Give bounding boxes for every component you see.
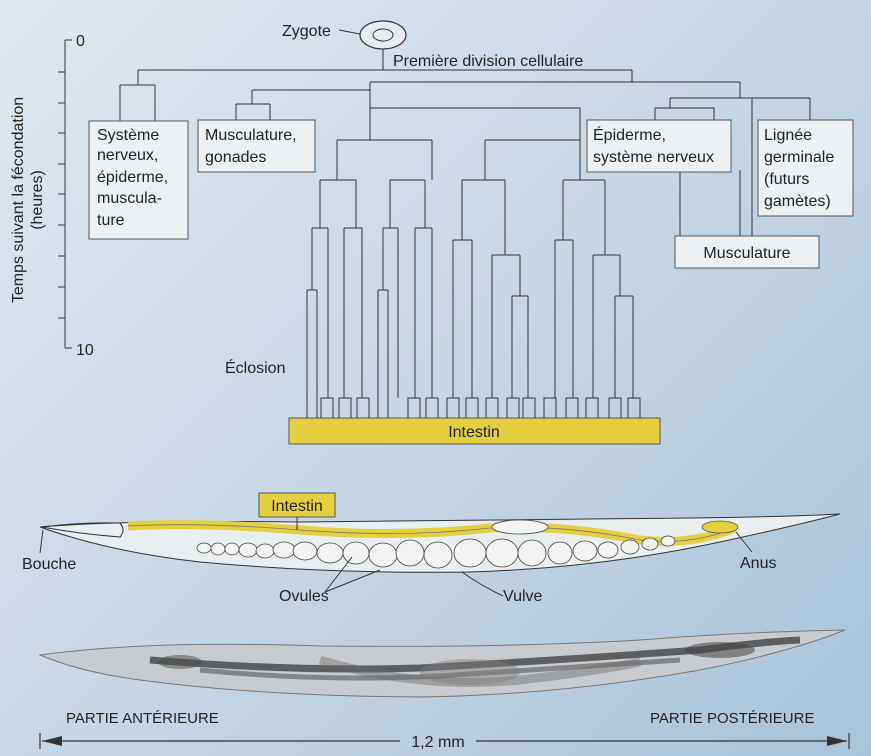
scale-arrow-left	[42, 736, 62, 746]
box-musculature: Musculature	[675, 236, 819, 268]
worm-micrograph	[40, 630, 845, 697]
time-axis	[58, 40, 72, 348]
posterior-label: PARTIE POSTÉRIEURE	[650, 710, 814, 727]
zygote-pointer	[339, 30, 360, 34]
axis-title-unit: (heures)	[29, 170, 46, 230]
first-division-label: Première division cellulaire	[393, 53, 583, 70]
anus-label: Anus	[740, 555, 776, 572]
svg-text:Intestin: Intestin	[448, 424, 500, 441]
mouth-pointer	[40, 530, 43, 553]
anterior-label: PARTIE ANTÉRIEURE	[66, 710, 219, 727]
mouth-label: Bouche	[22, 556, 76, 573]
worm-drawing	[40, 514, 840, 572]
svg-text:Intestin: Intestin	[271, 498, 323, 515]
axis-title: Temps suivant la fécondation	[10, 97, 27, 303]
zygote-cell	[360, 21, 406, 49]
svg-text:Musculature: Musculature	[703, 245, 790, 262]
box-epidermis: Épiderme,système nerveux	[587, 120, 731, 172]
scale-arrow-right	[827, 736, 847, 746]
vulva-label: Vulve	[503, 588, 543, 605]
vulva-pointer	[462, 572, 503, 596]
spermatheca	[702, 521, 738, 533]
zygote-label: Zygote	[282, 23, 331, 40]
axis-tick-0: 0	[76, 33, 85, 50]
scale-label: 1,2 mm	[411, 734, 464, 751]
intestine-lineage	[307, 228, 640, 418]
eggs-label: Ovules	[279, 588, 329, 605]
box-muscle-gonads: Musculature,gonades	[198, 120, 315, 172]
hatching-label: Éclosion	[225, 358, 285, 377]
axis-tick-10: 10	[76, 342, 94, 359]
intestine-bar: Intestin	[289, 418, 660, 444]
